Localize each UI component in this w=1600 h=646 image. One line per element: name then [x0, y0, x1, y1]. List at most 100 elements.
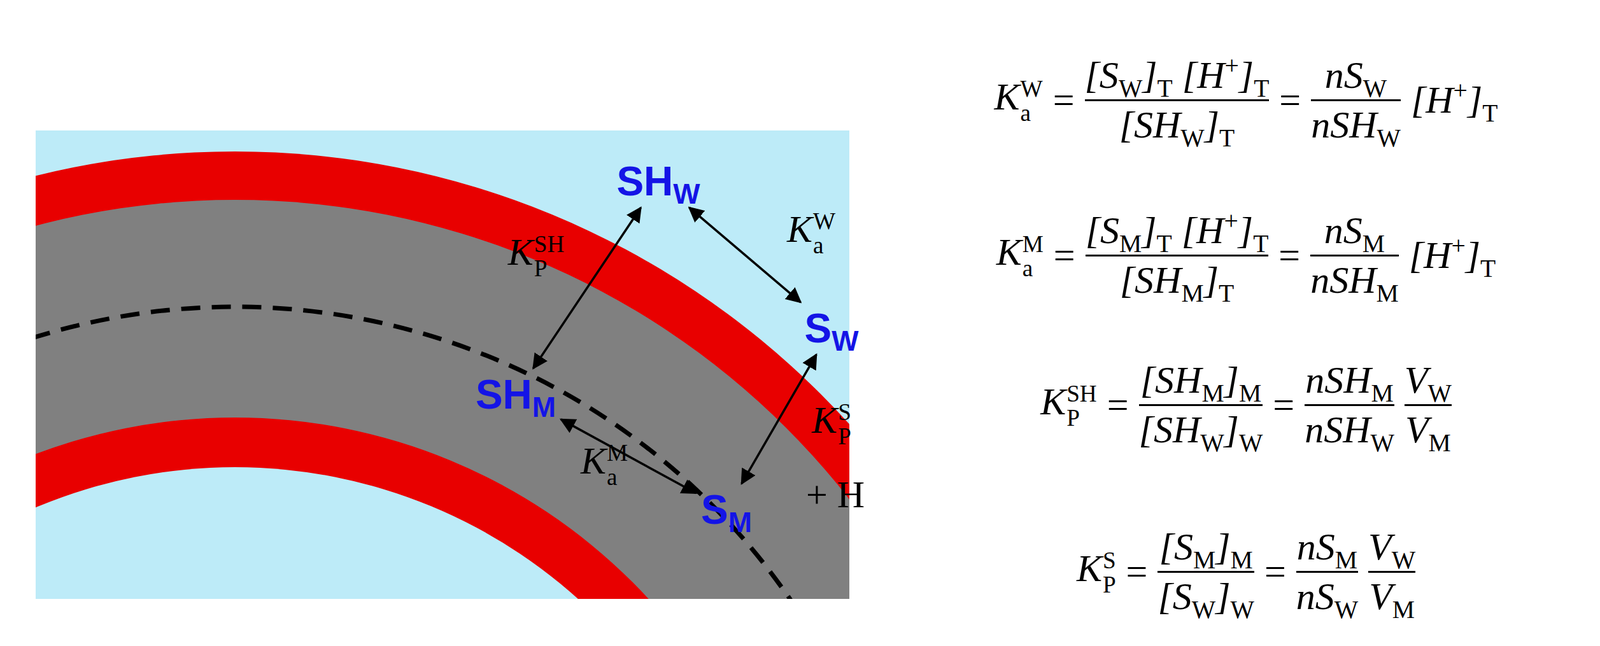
subscript: W [1363, 73, 1387, 102]
base-text: nSH [1305, 359, 1371, 402]
base-text: ] [1224, 359, 1239, 402]
base-text: ] [1238, 54, 1254, 97]
membrane-group [35, 130, 850, 600]
base-text: ] [1465, 234, 1481, 277]
base-text: V [1368, 525, 1392, 568]
fraction: VWVM [1368, 525, 1416, 619]
equals-sign: = [1278, 233, 1301, 278]
base-text: [S [1084, 54, 1119, 97]
equals-sign: = [1279, 78, 1301, 123]
subscript: M [532, 390, 556, 423]
membrane-midplane [35, 306, 850, 600]
base-text: K [1040, 380, 1066, 423]
equation: KMa=[SM]T [H+]T[SHM]T=nSMnSHM[H+]T [996, 208, 1497, 303]
equation-term: [H+]T [1408, 233, 1497, 278]
subscript: T [1253, 229, 1269, 258]
denominator: nSW [1296, 574, 1359, 619]
superscript: + [1224, 51, 1239, 80]
inner-headgroup-band [35, 417, 798, 600]
superscript: S [1102, 548, 1117, 573]
subscript: W [1391, 545, 1416, 574]
numerator: [SM]M [1159, 525, 1254, 570]
subscript: M [1335, 545, 1358, 574]
base-text: K [811, 399, 838, 442]
superscript: + [1223, 206, 1238, 235]
species-label: SHM [473, 371, 559, 419]
superscript: + [1453, 76, 1468, 105]
base-text: ] [1224, 408, 1239, 451]
base-text: [SH [1139, 408, 1201, 451]
subscript: M [1376, 278, 1399, 307]
superscript: SH [534, 232, 565, 256]
subscript: M [1193, 545, 1216, 574]
fraction: nSHMnSHW [1304, 358, 1395, 453]
proton-label: + H [806, 473, 865, 517]
subscript: W [1180, 123, 1204, 152]
superscript: W [813, 209, 836, 234]
base-text: [SH [1119, 103, 1182, 146]
subscript: a [1022, 256, 1044, 281]
fraction-bar [1085, 254, 1269, 257]
subscript: T [1156, 229, 1173, 258]
subscript: P [1102, 573, 1117, 597]
numerator: VW [1368, 525, 1416, 570]
subscript: M [1238, 378, 1262, 407]
base-text: [SH [1140, 359, 1203, 402]
equilibrium-arrow [741, 354, 817, 484]
subscript: M [1371, 378, 1394, 407]
equation-term: KSP [1076, 546, 1117, 596]
subscript: W [1238, 428, 1263, 457]
membrane-core [35, 199, 850, 600]
script-stack: SP [837, 400, 852, 448]
base-text: ] [1203, 259, 1219, 302]
base-text: [S [1159, 525, 1194, 568]
species-name: SM [700, 487, 752, 533]
fraction: nSWnSHW [1310, 53, 1401, 148]
denominator: [SHM]T [1119, 258, 1234, 303]
equation: KSP=[SM]M[SW]W=nSMnSWVWVM [1076, 525, 1416, 619]
equilibrium-constant: KSP [811, 398, 852, 448]
numerator: VW [1404, 358, 1452, 403]
fraction: nSMnSW [1296, 525, 1359, 619]
subscript: M [1428, 428, 1452, 457]
fraction: VWVM [1404, 358, 1452, 453]
equation-term: KWa [994, 75, 1043, 125]
base-text: nS [1324, 209, 1363, 252]
subscript: W [1370, 428, 1395, 457]
numerator: nSW [1324, 53, 1387, 98]
script-stack: SHP [1066, 382, 1098, 430]
base-text: nSH [1310, 259, 1376, 302]
equilibrium-arrow [688, 207, 801, 303]
superscript: SH [1066, 382, 1098, 406]
equals-sign: = [1053, 78, 1075, 123]
base-text: [H [1172, 54, 1225, 97]
subscript: T [1253, 73, 1269, 102]
base-text: [SH [1119, 259, 1182, 302]
superscript: + [1451, 231, 1466, 260]
fraction: [SM]M[SW]W [1157, 525, 1254, 619]
fraction: [SHM]M[SHW]W [1139, 358, 1264, 453]
base-text: nS [1296, 575, 1335, 618]
base-text: V [1405, 408, 1429, 451]
script-stack: Wa [813, 209, 836, 257]
subscript: M [1392, 595, 1415, 624]
superscript: S [837, 400, 852, 425]
superscript: W [1020, 77, 1043, 101]
subscript: W [1191, 595, 1216, 624]
base-text: K [994, 75, 1020, 118]
base-text: S [700, 487, 729, 533]
subscript: T [1482, 98, 1498, 127]
script-stack: SP [1102, 548, 1117, 596]
subscript: W [1377, 123, 1401, 152]
equation-term: KSHP [1040, 380, 1098, 430]
subscript: W [1230, 595, 1255, 624]
base-text: [H [1408, 234, 1452, 277]
denominator: nSHM [1310, 258, 1399, 303]
base-text: K [1076, 547, 1103, 590]
subscript: a [813, 233, 836, 258]
base-text: nSH [1304, 408, 1371, 451]
inner-water [35, 467, 748, 600]
subscript: W [1118, 73, 1143, 102]
base-text: K [996, 231, 1022, 274]
base-text: ] [1204, 103, 1220, 146]
